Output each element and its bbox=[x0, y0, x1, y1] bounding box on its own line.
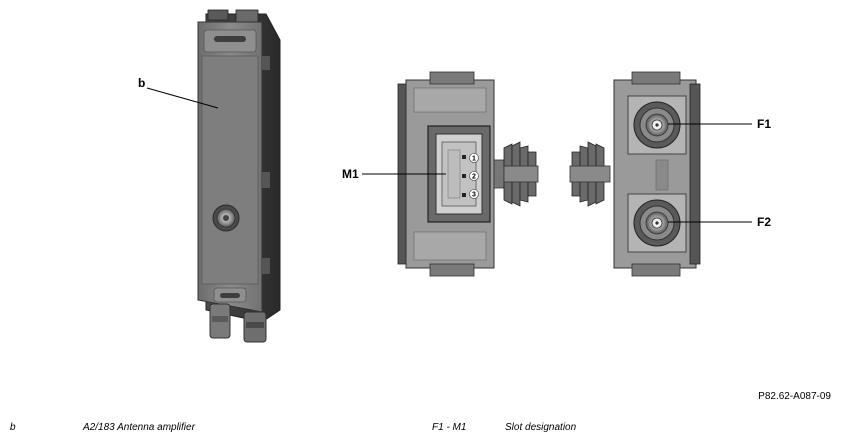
legend-text-slot: Slot designation bbox=[505, 422, 577, 433]
legend-key-b: b bbox=[10, 422, 16, 433]
antenna-amplifier-3d bbox=[197, 9, 281, 343]
callout-b: b bbox=[138, 76, 145, 90]
pin-1-label: 1 bbox=[472, 156, 476, 163]
legend-key-f1-m1: F1 - M1 bbox=[432, 422, 467, 433]
callout-f1: F1 bbox=[757, 117, 771, 131]
amplifier-rear-view bbox=[569, 71, 701, 277]
callout-f2: F2 bbox=[757, 215, 771, 229]
pin-2-label: 2 bbox=[472, 174, 476, 181]
callout-m1: M1 bbox=[342, 167, 359, 181]
figure-id: P82.62-A087-09 bbox=[758, 391, 831, 402]
pin-3-label: 3 bbox=[472, 192, 476, 199]
legend-text-b: A2/183 Antenna amplifier bbox=[83, 422, 195, 433]
callout-b-leader bbox=[146, 87, 219, 109]
